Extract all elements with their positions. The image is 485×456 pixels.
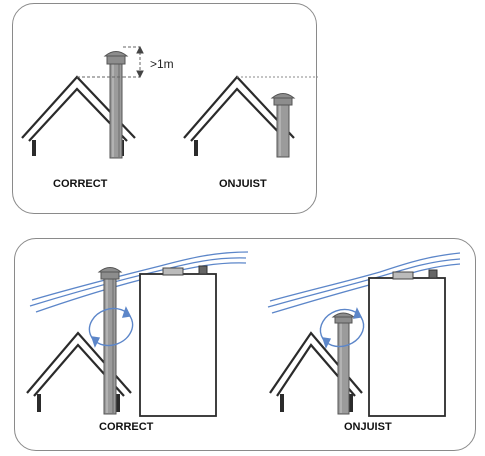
chimney-pipe-right-top: [270, 93, 296, 158]
label-correct-top: CORRECT: [53, 178, 108, 190]
label-incorrect-bottom: ONJUIST: [344, 421, 392, 433]
building-right: [368, 269, 446, 417]
chimney-pipe-right-bottom: [331, 312, 356, 415]
height-label: >1m: [150, 57, 174, 71]
turbulence-circle-left: [88, 306, 134, 348]
label-incorrect-top: ONJUIST: [219, 178, 267, 190]
chimney-pipe-left-top: [103, 51, 129, 159]
chimney-pipe-left-bottom: [97, 267, 123, 415]
height-arrow: [136, 45, 144, 79]
label-correct-bottom: CORRECT: [99, 421, 154, 433]
building-left: [139, 265, 217, 417]
turbulence-circle-right: [319, 307, 365, 349]
